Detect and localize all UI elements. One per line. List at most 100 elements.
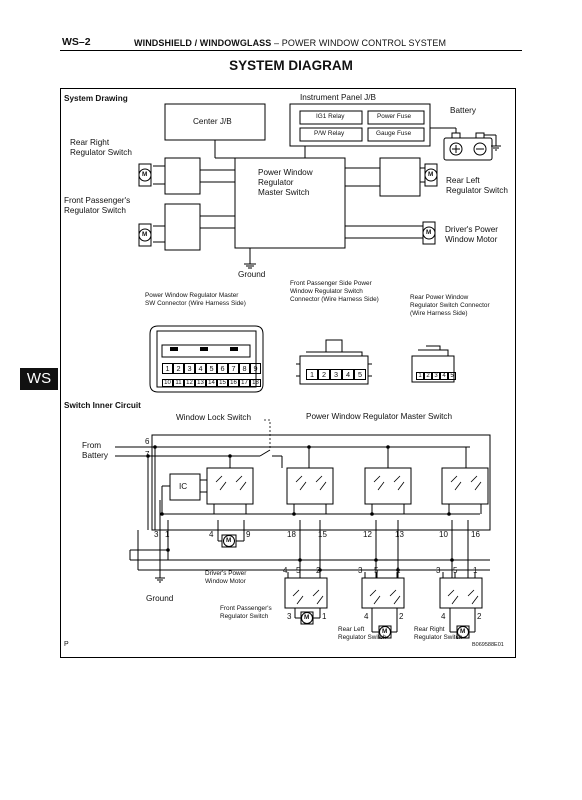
system-wires — [153, 140, 425, 269]
front-passenger-switch-box — [164, 203, 201, 251]
sub-pin-number: 4 — [441, 612, 446, 621]
circuit-driver-motor-label: Driver's Power Window Motor — [205, 570, 246, 586]
rear-left-motor-m: M — [428, 171, 434, 178]
circuit-front-switch-label: Front Passenger's Regulator Switch — [220, 605, 272, 621]
front-connector-label: Front Passenger Side Power Window Regula… — [290, 280, 379, 304]
circuit-rear-left-line1: Rear Left — [338, 626, 365, 633]
rear-pin: 2 — [424, 372, 432, 380]
driver-inner-motor-icon — [221, 534, 237, 548]
pw-relay-box — [299, 127, 363, 142]
section-tab: WS — [20, 368, 58, 390]
pin-number: 7 — [145, 450, 150, 459]
master-label-line1: Power Window — [258, 168, 313, 177]
pin-number: 9 — [246, 530, 251, 539]
rear-left-inner-motor-icon — [378, 625, 392, 639]
rear-right-inner-motor-icon — [456, 625, 470, 639]
gauge-fuse-box — [367, 127, 425, 142]
window-lock-switch-label: Window Lock Switch — [176, 413, 252, 422]
front-connector-shape — [296, 339, 372, 385]
pin-number: 1 — [165, 530, 170, 539]
master-pin: 18 — [250, 379, 261, 387]
front-master-switch-group — [364, 467, 412, 505]
pin-number: 18 — [287, 530, 296, 539]
front-passenger-sub-switch — [284, 577, 328, 609]
page-code: WS–2 — [62, 36, 91, 48]
system-drawing-heading: System Drawing — [64, 94, 128, 103]
master-switch-circuit-label: Power Window Regulator Master Switch — [306, 412, 453, 421]
rear-right-motor-m: M — [142, 171, 148, 178]
master-pin: 4 — [195, 363, 206, 374]
master-pin: 15 — [217, 379, 228, 387]
sub-pin-number: 4 — [283, 566, 288, 575]
driver-motor-icon — [422, 221, 436, 245]
front-pin: 5 — [354, 369, 366, 380]
front-connector-line3: Connector (Wire Harness Side) — [290, 296, 379, 303]
sub-pin-number: 3 — [287, 612, 292, 621]
driver-motor-m: M — [426, 229, 432, 236]
ic-box — [169, 473, 201, 501]
pin-number: 10 — [439, 530, 448, 539]
front-connector-line2: Window Regulator Switch — [290, 288, 363, 295]
master-label-line2: Regulator — [258, 178, 294, 187]
rear-connector-line1: Rear Power Window — [410, 294, 469, 301]
sub-pin-number: 5 — [453, 566, 458, 575]
sub-pin-number: 1 — [396, 566, 401, 575]
gauge-fuse-label: Gauge Fuse — [376, 130, 412, 137]
rear-right-master-switch-group — [441, 467, 489, 505]
front-pin: 1 — [306, 369, 318, 380]
circuit-rear-left-line2: Regulator Switch — [338, 634, 387, 641]
instrument-panel-jb-label: Instrument Panel J/B — [300, 93, 376, 102]
master-switch-label: Power Window Regulator Master Switch — [258, 168, 313, 198]
master-pin: 3 — [184, 363, 195, 374]
pw-relay-label: P/W Relay — [314, 130, 345, 137]
circuit-rear-left-label: Rear Left Regulator Switch — [338, 626, 386, 642]
battery-symbol — [443, 132, 501, 161]
front-passenger-switch-label: Front Passenger's Regulator Switch — [64, 196, 130, 216]
circuit-front-switch-line2: Regulator Switch — [220, 613, 269, 620]
rear-right-switch-label: Rear Right Regulator Switch — [70, 138, 132, 158]
master-pin: 17 — [239, 379, 250, 387]
master-pin: 2 — [173, 363, 184, 374]
header-separator: – — [274, 38, 280, 48]
circuit-driver-motor-m: M — [226, 537, 232, 544]
ig1-relay-label: IG1 Relay — [316, 113, 345, 120]
battery-label: Battery — [450, 106, 476, 115]
rear-left-master-switch-group — [286, 467, 334, 505]
rear-connector-line3: (Wire Harness Side) — [410, 310, 468, 317]
driver-motor-label: Driver's Power Window Motor — [445, 225, 498, 245]
rear-pin: 5 — [448, 372, 456, 380]
master-connector-shape — [149, 325, 264, 393]
junction-dots — [146, 445, 454, 572]
rear-left-motor-icon — [424, 163, 438, 187]
rear-right-switch-box — [164, 157, 201, 195]
power-fuse-label: Power Fuse — [377, 113, 412, 120]
sub-pin-number: 1 — [322, 612, 327, 621]
page-mark: P — [64, 641, 69, 648]
inner-circuit-wires — [115, 419, 490, 633]
circuit-rear-right-motor-m: M — [460, 628, 466, 635]
master-pin: 14 — [206, 379, 217, 387]
sub-switch-contacts — [292, 589, 479, 605]
rear-left-label-line2: Regulator Switch — [446, 186, 508, 195]
pin-number: 6 — [145, 437, 150, 446]
circuit-driver-motor-line1: Driver's Power — [205, 570, 247, 577]
circuit-rear-left-motor-m: M — [382, 628, 388, 635]
rear-right-sub-switch — [439, 577, 483, 609]
section-name: WINDSHIELD / WINDOWGLASS — [134, 38, 272, 48]
figure-id: B069588E01 — [472, 642, 504, 648]
circuit-rear-right-label: Rear Right Regulator Switch — [414, 626, 462, 642]
rear-left-sub-switch — [361, 577, 405, 609]
rear-connector-line2: Regulator Switch Connector — [410, 302, 490, 309]
power-fuse-box — [367, 110, 425, 125]
from-battery-line1: From — [82, 441, 102, 450]
master-pin: 7 — [228, 363, 239, 374]
front-pin: 4 — [342, 369, 354, 380]
master-switch-box — [234, 157, 346, 249]
rear-connector-shape — [411, 345, 455, 383]
from-battery-line2: Battery — [82, 451, 108, 460]
rear-pin: 3 — [432, 372, 440, 380]
pin-number: 12 — [363, 530, 372, 539]
